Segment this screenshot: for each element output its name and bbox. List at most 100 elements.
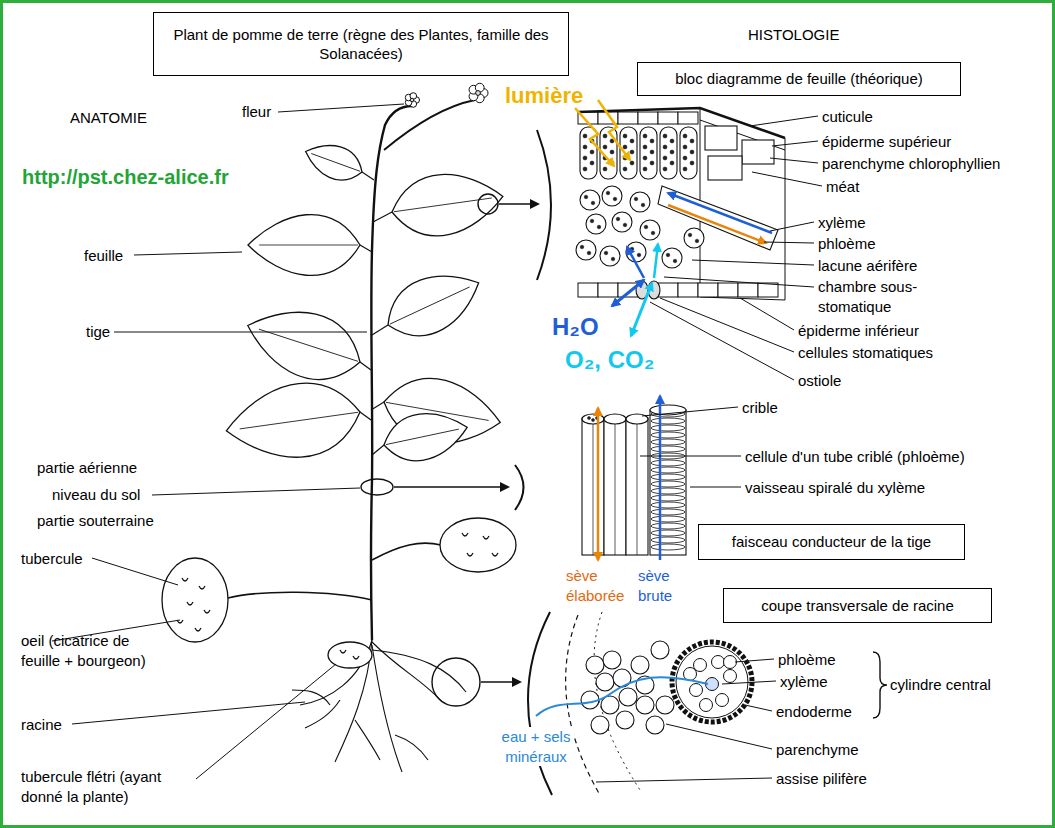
tuber-eye: [353, 656, 359, 659]
leader-line: [152, 488, 360, 495]
chloroplast: [670, 139, 674, 143]
gas-flow: [631, 283, 652, 336]
vascular-cell: [712, 656, 725, 669]
part-label: partie aérienne: [37, 458, 137, 478]
chloroplast: [641, 203, 645, 207]
spongy-cell: [630, 192, 650, 212]
plant: [221, 83, 507, 640]
petiole: [360, 412, 371, 420]
leader-line: [740, 298, 794, 330]
tuber-eye: [195, 628, 201, 631]
chloroplast: [583, 156, 587, 160]
xylem-spiral: [651, 467, 685, 473]
part-label: vaisseau spiralé du xylème: [745, 478, 925, 498]
xylem-spiral: [651, 537, 685, 543]
part-label: partie souterraine: [37, 511, 154, 531]
chloroplast: [623, 167, 627, 171]
parenchyma-cell: [586, 656, 604, 674]
leader-line: [770, 222, 814, 231]
chloroplast: [583, 134, 587, 138]
part-label: tubercule flétri (ayant donné la plante): [21, 767, 196, 806]
tuber-eye: [467, 553, 473, 556]
chloroplast: [587, 251, 591, 255]
zoom-marker: [499, 203, 538, 204]
flow-label: lumière: [505, 82, 583, 111]
leaf-vein: [240, 412, 358, 429]
endoderm: [672, 642, 752, 722]
light-ray: [575, 108, 614, 166]
petiole: [360, 362, 371, 370]
spongy-cell: [640, 220, 660, 240]
chloroplast: [650, 150, 654, 154]
spongy-cell: [602, 186, 622, 206]
tuber-eye: [462, 533, 468, 536]
chloroplast: [630, 139, 634, 143]
chloroplast: [695, 239, 699, 243]
root: [372, 650, 466, 692]
spongy-cell: [662, 248, 682, 268]
leader-line: [666, 724, 772, 749]
zoom-marker: [528, 612, 552, 795]
chloroplast: [630, 161, 634, 165]
leader-line: [278, 104, 404, 112]
epidermis-cell: [738, 283, 758, 297]
vascular-bundle: [582, 396, 686, 560]
tuber: [440, 518, 516, 572]
xylem-spiral: [651, 474, 685, 480]
parenchyma-cell: [619, 688, 637, 706]
xylem-spiral: [651, 460, 685, 466]
xylem-flow: [668, 193, 772, 233]
chloroplast: [673, 259, 677, 263]
epidermis-cell: [758, 283, 778, 297]
chloroplast: [630, 247, 634, 251]
chloroplast: [610, 150, 614, 154]
epidermis-cell: [658, 112, 678, 124]
sieve-pore: [592, 419, 595, 422]
vascular-cell: [724, 670, 737, 683]
water-path: [536, 677, 708, 716]
vascular-cell: [694, 659, 707, 672]
chloroplast: [591, 201, 595, 205]
leader-line: [134, 252, 242, 255]
xylem-spiral: [651, 488, 685, 494]
bracket: [873, 652, 887, 718]
leader-line: [772, 141, 818, 146]
chloroplast: [603, 145, 607, 149]
xylem-spiral: [651, 481, 685, 487]
leaf: [221, 376, 365, 467]
leader-line: [640, 456, 741, 457]
xylem-flow: [659, 396, 662, 560]
parenchyma-cell: [636, 696, 654, 714]
chloroplast: [643, 134, 647, 138]
palisade-cell: [640, 127, 657, 179]
part-label: fleur: [242, 102, 271, 122]
chloroplast: [603, 167, 607, 171]
section-heading: ANATOMIE: [70, 108, 147, 128]
leader-line: [770, 158, 818, 163]
part-label: parenchyme chlorophyllien: [822, 154, 1000, 174]
chloroplast: [683, 167, 687, 171]
sieve-plate: [582, 414, 604, 424]
chloroplast: [637, 253, 641, 257]
parenchyma-cell: [631, 656, 649, 674]
spongy-cell: [612, 212, 632, 232]
box-text: Plant de pomme de terre (règne des Plant…: [164, 25, 558, 64]
petiole: [373, 212, 392, 222]
chloroplast: [584, 195, 588, 199]
xylem-spiral: [651, 544, 685, 550]
xylem-spiral: [651, 418, 685, 424]
part-label: cuticule: [822, 107, 873, 127]
chloroplast: [606, 191, 610, 195]
leaf: [238, 295, 370, 392]
leaf-vein: [311, 154, 360, 172]
central-cylinder: [676, 646, 748, 718]
epidermis-cell: [578, 283, 598, 297]
petiole: [360, 245, 372, 252]
chloroplast: [583, 167, 587, 171]
chloroplast: [690, 161, 694, 165]
leaf: [388, 166, 507, 242]
chloroplast: [690, 150, 694, 154]
tuber-eye: [199, 586, 205, 589]
